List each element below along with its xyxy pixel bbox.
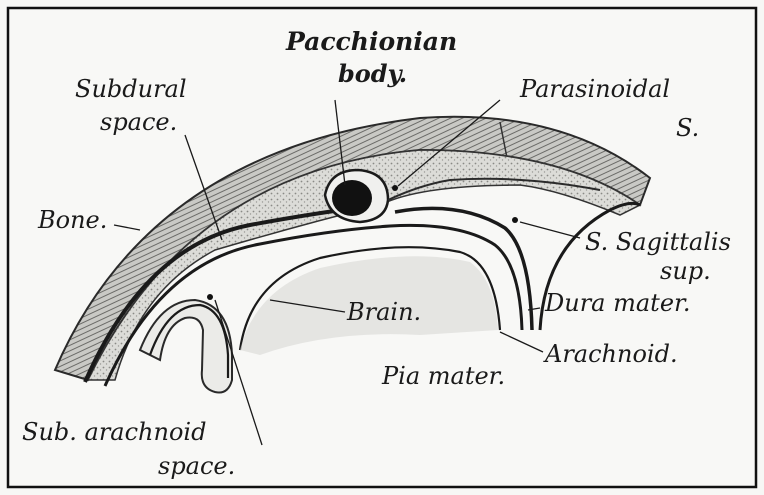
pacchionian-body (332, 180, 372, 216)
label-parasinoidal-s: S. (676, 114, 699, 142)
subarachnoid-marker (207, 294, 213, 300)
label-subarachnoid: Sub. arachnoid (22, 418, 206, 446)
parasinoidal-marker (392, 185, 398, 191)
sinus-marker (512, 217, 518, 223)
label-sagittalis-sup: sup. (660, 257, 711, 285)
label-pacchionian: Pacchionian (285, 27, 457, 56)
label-pia-mater: Pia mater. (381, 362, 505, 390)
label-body: body. (338, 59, 407, 88)
label-parasinoidal: Parasinoidal (519, 75, 670, 103)
label-sagittalis: S. Sagittalis (585, 228, 731, 256)
label-dura-mater: Dura mater. (544, 289, 691, 317)
label-brain: Brain. (346, 298, 421, 326)
label-subdural: Subdural (75, 75, 187, 103)
label-subarachnoid-space: space. (158, 452, 235, 480)
label-subdural-space: space. (100, 108, 177, 136)
label-arachnoid: Arachnoid. (543, 340, 678, 368)
label-bone: Bone. (37, 206, 107, 234)
